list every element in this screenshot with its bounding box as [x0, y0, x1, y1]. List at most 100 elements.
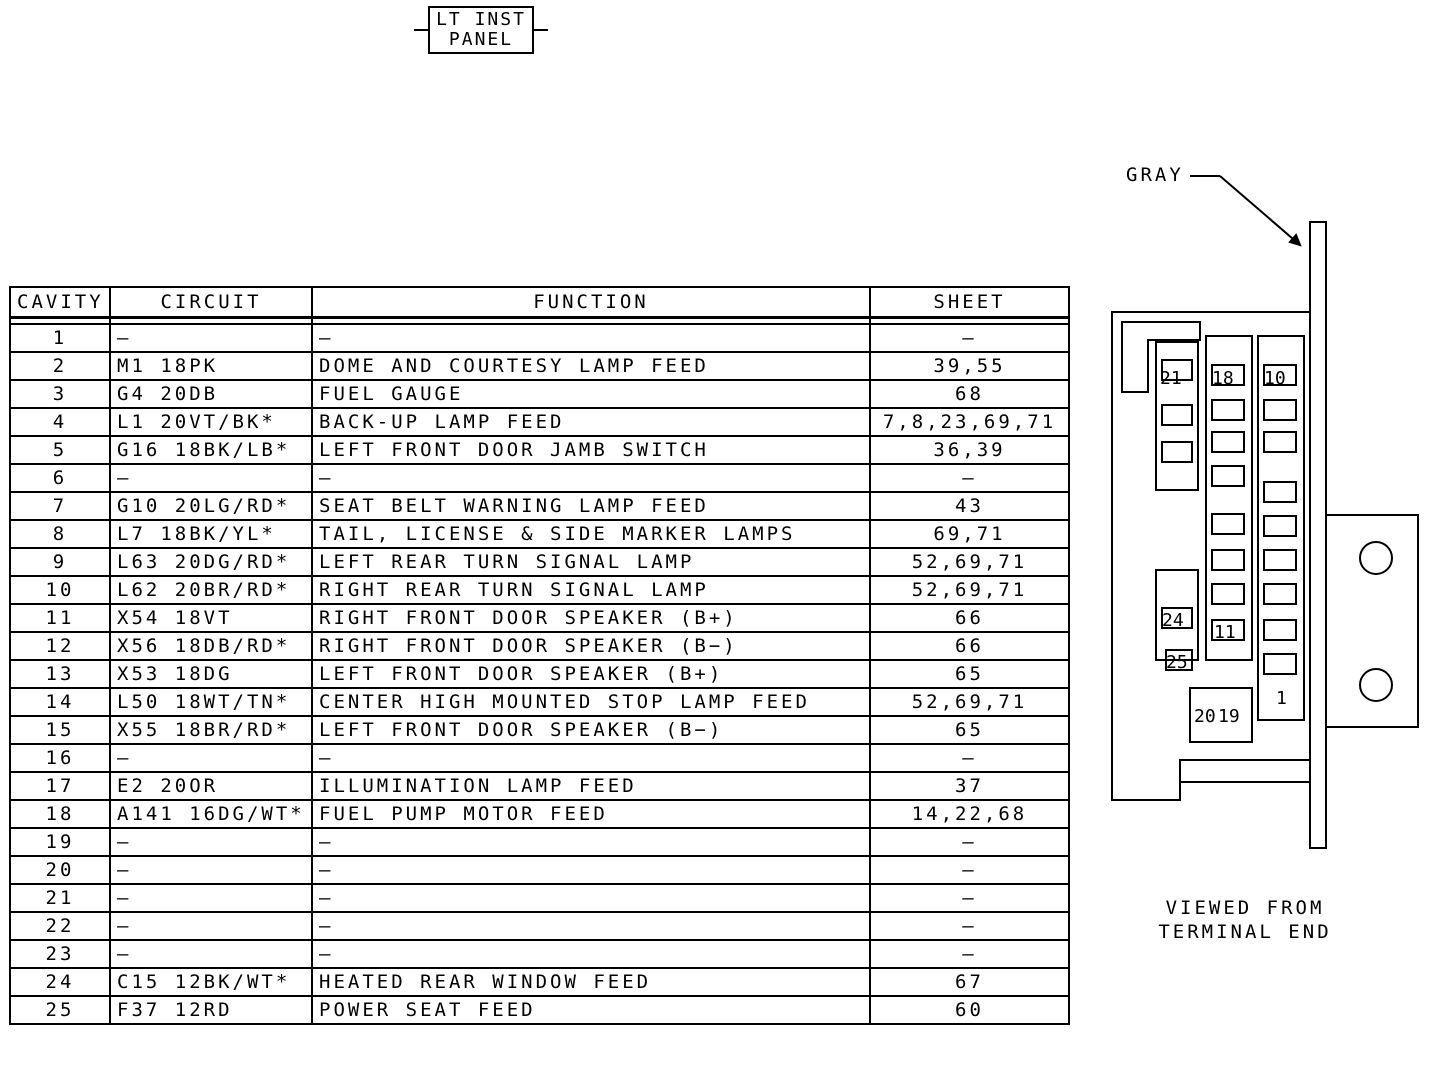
sheet-cell: —: [869, 939, 1070, 969]
cavity-group-lower-left: [1155, 569, 1199, 661]
table-row: 16———: [9, 743, 1070, 773]
circuit-cell: E2 20OR: [109, 771, 313, 801]
sheet-cell: 36,39: [869, 435, 1070, 465]
table-row: 1———: [9, 323, 1070, 353]
function-cell: RIGHT REAR TURN SIGNAL LAMP: [311, 575, 871, 605]
cavity-label-25: 25: [1166, 652, 1188, 673]
table-row: 23———: [9, 939, 1070, 969]
function-cell: LEFT FRONT DOOR JAMB SWITCH: [311, 435, 871, 465]
circuit-cell: —: [109, 323, 313, 353]
sheet-cell: 39,55: [869, 351, 1070, 381]
cavity-cell: 24: [9, 967, 111, 997]
sheet-cell: 7,8,23,69,71: [869, 407, 1070, 437]
sheet-cell: —: [869, 827, 1070, 857]
function-cell: RIGHT FRONT DOOR SPEAKER (B−): [311, 631, 871, 661]
sheet-cell: 37: [869, 771, 1070, 801]
mounting-ear: [1325, 514, 1419, 728]
cavity-cell: 19: [9, 827, 111, 857]
circuit-cell: G4 20DB: [109, 379, 313, 409]
circuit-cell: X53 18DG: [109, 659, 313, 689]
mounting-hole-bottom: [1359, 668, 1393, 702]
sheet-cell: 66: [869, 603, 1070, 633]
sheet-cell: 43: [869, 491, 1070, 521]
cavity-cell: 5: [9, 435, 111, 465]
mounting-hole-top: [1359, 541, 1393, 575]
cavity-cell: 9: [9, 547, 111, 577]
circuit-cell: L1 20VT/BK*: [109, 407, 313, 437]
cavity-cell: 15: [9, 715, 111, 745]
cavity-cell: 18: [9, 799, 111, 829]
function-cell: —: [311, 939, 871, 969]
cavity-cell: 20: [9, 855, 111, 885]
view-note-line-2: TERMINAL END: [1158, 921, 1332, 943]
function-cell: BACK-UP LAMP FEED: [311, 407, 871, 437]
header-cavity: CAVITY: [9, 286, 111, 319]
function-cell: LEFT FRONT DOOR SPEAKER (B+): [311, 659, 871, 689]
cavity-label-19: 19: [1218, 706, 1240, 727]
sheet-cell: 52,69,71: [869, 575, 1070, 605]
cavity-label-10: 10: [1264, 368, 1286, 389]
cavity-cell: 11: [9, 603, 111, 633]
circuit-cell: C15 12BK/WT*: [109, 967, 313, 997]
title-tick-left: [414, 29, 428, 31]
function-cell: —: [311, 323, 871, 353]
function-cell: RIGHT FRONT DOOR SPEAKER (B+): [311, 603, 871, 633]
circuit-cell: L62 20BR/RD*: [109, 575, 313, 605]
function-cell: —: [311, 463, 871, 493]
table-row: 19———: [9, 827, 1070, 857]
function-cell: FUEL PUMP MOTOR FEED: [311, 799, 871, 829]
cavity-label-18: 18: [1212, 368, 1234, 389]
cavity-cell: 14: [9, 687, 111, 717]
circuit-cell: G10 20LG/RD*: [109, 491, 313, 521]
function-cell: FUEL GAUGE: [311, 379, 871, 409]
function-cell: LEFT FRONT DOOR SPEAKER (B−): [311, 715, 871, 745]
table-header-row: CAVITY CIRCUIT FUNCTION SHEET: [9, 286, 1070, 319]
sheet-cell: 60: [869, 995, 1070, 1025]
title-line-2: PANEL: [448, 29, 514, 50]
cavity-cell: 1: [9, 323, 111, 353]
sheet-cell: —: [869, 911, 1070, 941]
header-function: FUNCTION: [311, 286, 871, 319]
function-cell: DOME AND COURTESY LAMP FEED: [311, 351, 871, 381]
connector-face-diagram: 21 18 10 24 11 25 20 19 1: [1111, 175, 1419, 849]
function-cell: TAIL, LICENSE & SIDE MARKER LAMPS: [311, 519, 871, 549]
cavity-cell: 17: [9, 771, 111, 801]
cavity-cell: 6: [9, 463, 111, 493]
table-row: 20———: [9, 855, 1070, 885]
cavity-cell: 12: [9, 631, 111, 661]
sheet-cell: 65: [869, 715, 1070, 745]
cavity-cell: 22: [9, 911, 111, 941]
cavity-cell: 3: [9, 379, 111, 409]
cavity-group-left: [1155, 341, 1199, 491]
cavity-cell: 13: [9, 659, 111, 689]
function-cell: —: [311, 855, 871, 885]
cavity-cell: 4: [9, 407, 111, 437]
cavity-cell: 2: [9, 351, 111, 381]
title-line-1: LT INST: [436, 9, 526, 30]
circuit-cell: A141 16DG/WT*: [109, 799, 313, 829]
latch-tab: [1121, 321, 1201, 393]
circuit-cell: L7 18BK/YL*: [109, 519, 313, 549]
function-cell: LEFT REAR TURN SIGNAL LAMP: [311, 547, 871, 577]
function-cell: —: [311, 911, 871, 941]
function-cell: HEATED REAR WINDOW FEED: [311, 967, 871, 997]
sheet-cell: —: [869, 743, 1070, 773]
header-sheet: SHEET: [869, 286, 1070, 319]
cavity-cell: 10: [9, 575, 111, 605]
view-note: VIEWED FROM TERMINAL END: [1140, 896, 1350, 944]
circuit-cell: L50 18WT/TN*: [109, 687, 313, 717]
circuit-cell: —: [109, 939, 313, 969]
sheet-cell: 52,69,71: [869, 687, 1070, 717]
